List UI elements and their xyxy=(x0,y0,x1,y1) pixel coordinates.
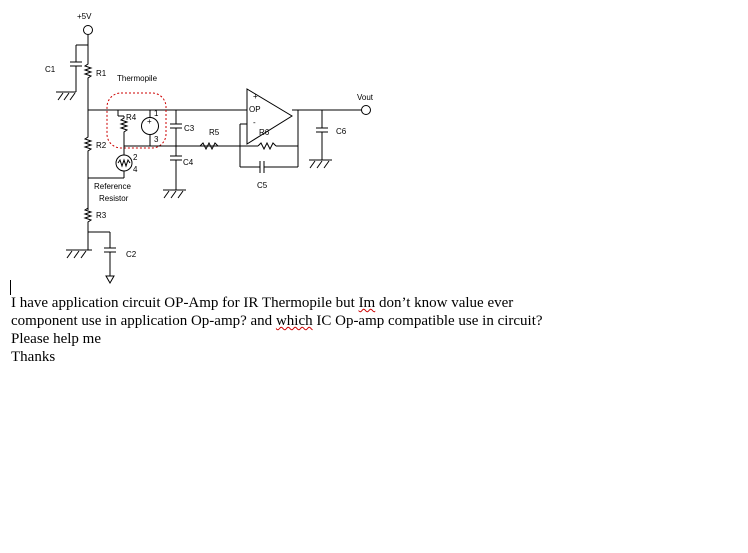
grammar-flagged-word: which xyxy=(275,313,313,329)
c4-label: C4 xyxy=(183,158,194,167)
c6-label: C6 xyxy=(336,127,347,136)
c2-label: C2 xyxy=(126,250,137,259)
vcc-label: +5V xyxy=(77,12,92,21)
r3-label: R3 xyxy=(96,211,107,220)
vout-label: Vout xyxy=(357,93,374,102)
r3-resistor xyxy=(83,206,93,232)
c5-label: C5 xyxy=(257,181,268,190)
message-line-1: I have application circuit OP-Amp for IR… xyxy=(11,294,741,312)
opamp-symbol xyxy=(246,88,293,145)
r1-label: R1 xyxy=(96,69,107,78)
r5-resistor xyxy=(199,141,219,151)
opamp-minus: - xyxy=(253,118,256,127)
r6-label: R6 xyxy=(259,128,270,137)
vout-terminal xyxy=(361,105,371,115)
text-cursor xyxy=(10,280,11,295)
question-text: I have application circuit OP-Amp for IR… xyxy=(11,294,741,366)
message-line-1-part-b: don’t know value ever xyxy=(375,295,514,311)
c1-label: C1 xyxy=(45,65,56,74)
r5-label: R5 xyxy=(209,128,220,137)
reference-label-line1: Reference xyxy=(94,182,131,191)
pin-1-label: 1 xyxy=(154,109,159,118)
message-line-2: component use in application Op-amp? and… xyxy=(11,312,741,330)
ground-triangle-icon xyxy=(105,275,115,285)
thermopile-label: Thermopile xyxy=(117,74,158,83)
c3-label: C3 xyxy=(184,124,195,133)
r4-label: R4 xyxy=(126,113,137,122)
message-line-4: Thanks xyxy=(11,349,56,365)
thermopile-sensor xyxy=(141,117,159,135)
message-line-3: Please help me xyxy=(11,331,101,347)
message-line-2-part-b: IC Op-amp compatible use in circuit? xyxy=(312,313,543,329)
thermopile-highlight xyxy=(106,92,167,149)
message-line-1-part-a: I have application circuit OP-Amp for IR… xyxy=(11,295,359,311)
misspelled-word: Im xyxy=(358,295,376,311)
pin-3-label: 3 xyxy=(154,135,159,144)
r6-resistor xyxy=(257,141,277,151)
vcc-terminal xyxy=(83,25,93,35)
r4-resistor xyxy=(119,116,129,146)
r2-resistor xyxy=(83,135,93,210)
thermopile-plus: + xyxy=(147,117,152,126)
circuit-schematic: +5V C1 R1 Thermopile R4 + 1 3 C3 C4 R5 xyxy=(45,12,374,285)
r1-resistor xyxy=(83,62,93,110)
message-line-2-part-a: component use in application Op-amp? and xyxy=(11,313,276,329)
opamp-label: OP xyxy=(249,105,261,114)
pin-4-label: 4 xyxy=(133,165,138,174)
r2-label: R2 xyxy=(96,141,107,150)
reference-label-line2: Resistor xyxy=(99,194,129,203)
opamp-plus: + xyxy=(253,92,258,101)
pin-2-label: 2 xyxy=(133,153,138,162)
